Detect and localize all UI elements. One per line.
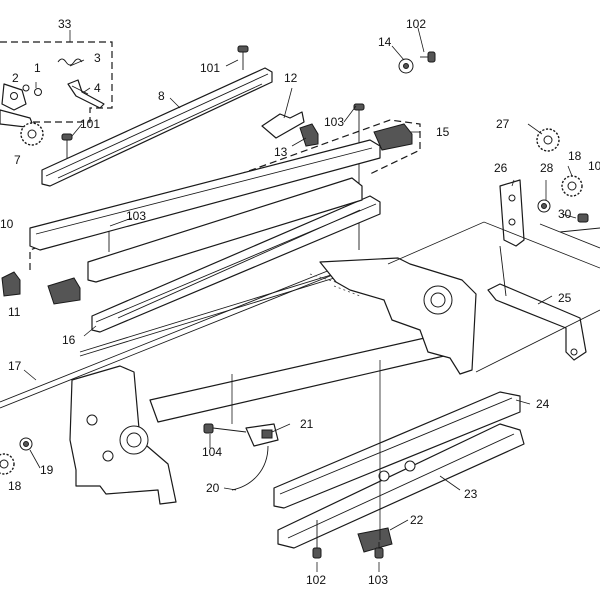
screw-104 bbox=[203, 423, 247, 434]
shoe-15 bbox=[373, 123, 413, 151]
callout-23: 23 bbox=[464, 487, 478, 501]
screw-101-top bbox=[237, 45, 249, 70]
callout-10-left: 10 bbox=[0, 217, 14, 231]
callout-13: 13 bbox=[274, 145, 288, 159]
callout-20: 20 bbox=[206, 481, 220, 495]
base-beam bbox=[149, 329, 471, 423]
link-plate-25 bbox=[487, 283, 587, 361]
callout-28: 28 bbox=[540, 161, 554, 175]
callout-102-top: 102 bbox=[406, 17, 427, 31]
guide-rail-8 bbox=[41, 67, 273, 187]
callout-101-left: 101 bbox=[80, 117, 101, 131]
bracket-4 bbox=[67, 79, 105, 109]
callout-26: 26 bbox=[494, 161, 508, 175]
callout-103-left: 103 bbox=[126, 209, 147, 223]
callout-4: 4 bbox=[94, 81, 101, 95]
callout-27: 27 bbox=[496, 117, 510, 131]
screw-30 bbox=[577, 213, 589, 223]
leader-lines bbox=[23, 27, 577, 572]
harness-20 bbox=[231, 445, 269, 491]
screw-103-bottom bbox=[374, 542, 384, 559]
pulley-14 bbox=[398, 58, 414, 74]
subassembly-33-outline bbox=[0, 41, 113, 140]
shaft-right bbox=[539, 223, 600, 249]
assembly-envelope-lower bbox=[475, 309, 600, 373]
callout-10-right: 10 bbox=[588, 159, 600, 173]
callout-12: 12 bbox=[284, 71, 298, 85]
callout-19: 19 bbox=[40, 463, 54, 477]
assembly-box-outline bbox=[29, 119, 421, 270]
bushing-19 bbox=[19, 437, 33, 451]
callout-103-mid: 103 bbox=[324, 115, 345, 129]
gear-27 bbox=[536, 128, 560, 152]
bushing-28 bbox=[537, 199, 551, 213]
bracket-26 bbox=[499, 179, 525, 247]
assembly-envelope bbox=[387, 221, 600, 269]
callout-2: 2 bbox=[12, 71, 19, 85]
callout-33: 33 bbox=[58, 17, 72, 31]
callout-102-bottom: 102 bbox=[306, 573, 327, 587]
gear-7 bbox=[20, 122, 44, 146]
gear-18-upper bbox=[561, 175, 583, 197]
arm-26 bbox=[499, 245, 507, 297]
callout-15: 15 bbox=[436, 125, 450, 139]
bracket-22 bbox=[357, 527, 393, 553]
callout-17: 17 bbox=[8, 359, 22, 373]
screw-103-mid bbox=[353, 103, 365, 250]
slotted-rail-16 bbox=[91, 195, 381, 333]
shaft-17 bbox=[0, 259, 381, 409]
callout-25: 25 bbox=[558, 291, 572, 305]
shoe-13 bbox=[299, 123, 319, 147]
shoe-left-lower bbox=[47, 277, 81, 305]
screw-102-top bbox=[420, 51, 436, 63]
callout-8: 8 bbox=[158, 89, 165, 103]
callout-16: 16 bbox=[62, 333, 76, 347]
callout-1: 1 bbox=[34, 61, 41, 75]
bracket-12 bbox=[261, 111, 305, 139]
guide-rail-middle bbox=[29, 139, 381, 251]
callout-101-top: 101 bbox=[200, 61, 221, 75]
screw-102-bottom bbox=[312, 520, 322, 559]
spring-3 bbox=[57, 58, 83, 66]
side-frame-right bbox=[319, 257, 477, 375]
rail-24 bbox=[273, 391, 521, 509]
callout-14: 14 bbox=[378, 35, 392, 49]
callout-18-upper: 18 bbox=[568, 149, 582, 163]
mount-plate bbox=[87, 177, 363, 283]
lever-assembly-2 bbox=[1, 83, 30, 111]
gear-18-lower bbox=[0, 453, 15, 475]
callout-22: 22 bbox=[410, 513, 424, 527]
callout-18-lower: 18 bbox=[8, 479, 22, 493]
callout-104: 104 bbox=[202, 445, 223, 459]
shaft-right-2 bbox=[559, 227, 600, 233]
side-frame-left bbox=[69, 365, 177, 505]
shoe-11 bbox=[1, 271, 21, 297]
callout-21: 21 bbox=[300, 417, 314, 431]
rail-23 bbox=[277, 423, 525, 549]
collar-1 bbox=[34, 88, 42, 96]
callout-7: 7 bbox=[14, 153, 21, 167]
callout-24: 24 bbox=[536, 397, 550, 411]
sensor-bracket-21 bbox=[245, 423, 279, 447]
callout-30: 30 bbox=[558, 207, 572, 221]
callout-103-bottom: 103 bbox=[368, 573, 389, 587]
callout-3: 3 bbox=[94, 51, 101, 65]
screw-101-left bbox=[61, 133, 73, 158]
callout-11: 11 bbox=[8, 305, 21, 319]
